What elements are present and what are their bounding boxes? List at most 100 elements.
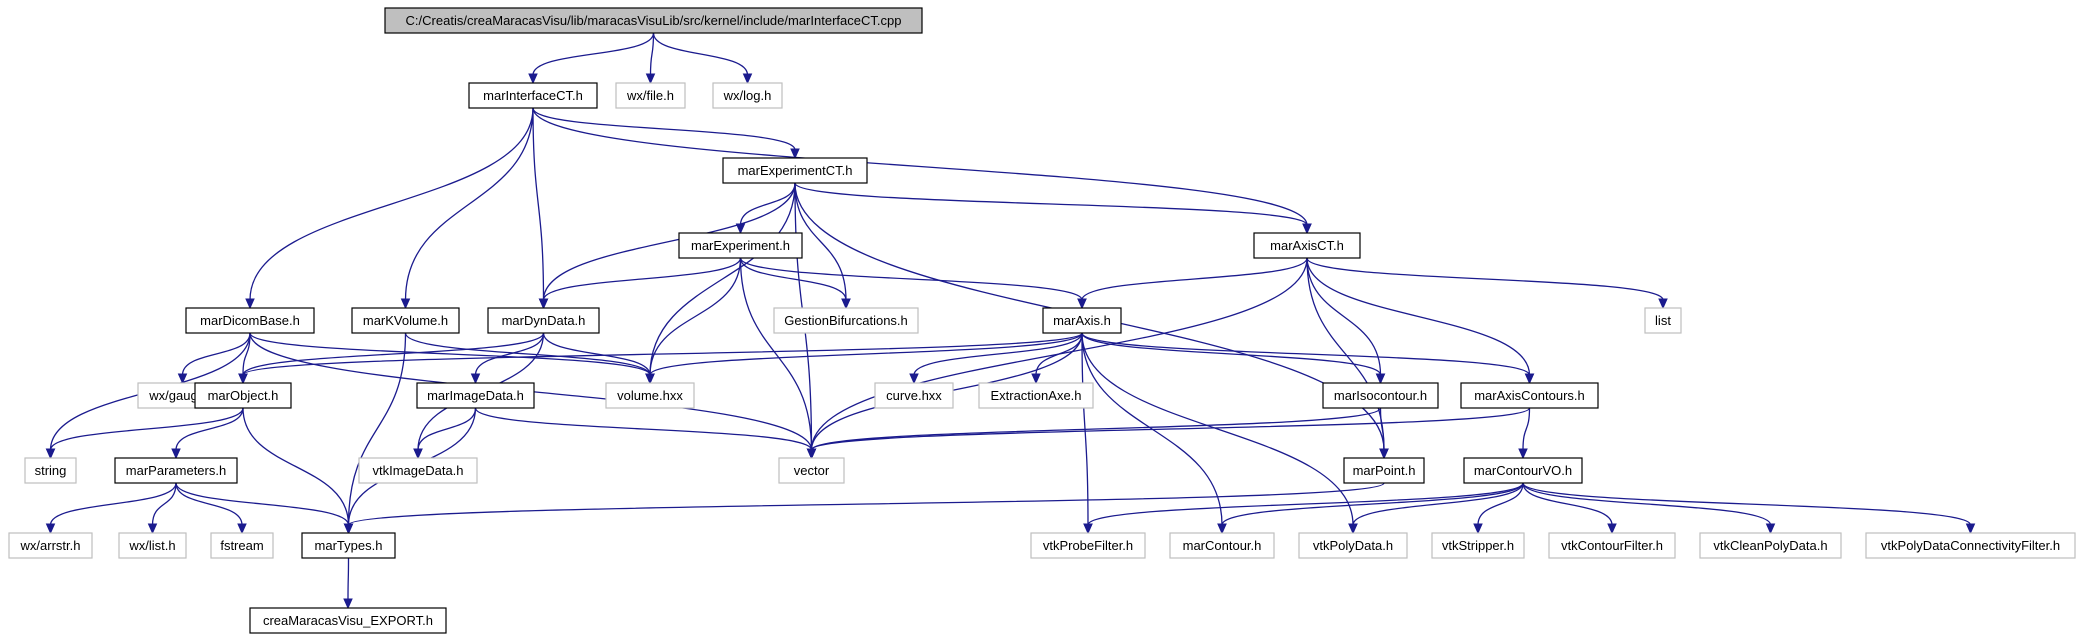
edge-marDynData-to-marImageData: [470, 332, 545, 385]
edge-marExperimentCT-to-marExperiment: [735, 182, 796, 235]
node-box: [194, 382, 292, 409]
edge-line: [794, 182, 1308, 226]
node-label: marParameters.h: [126, 463, 226, 478]
node-label: vector: [794, 463, 830, 478]
node-marinterfacect[interactable]: marInterfaceCT.h: [468, 82, 598, 109]
edge-line: [249, 107, 534, 301]
edge-line: [151, 482, 177, 526]
node-box: [1865, 532, 2076, 559]
node-marpoint[interactable]: marPoint.h: [1343, 457, 1425, 484]
node-box: [118, 532, 187, 559]
edge-arrowhead: [45, 448, 56, 460]
edge-line: [1306, 257, 1664, 301]
edge-arrowhead: [1217, 523, 1227, 535]
node-box: [351, 307, 460, 334]
edge-line: [1306, 257, 1382, 376]
node-box: [978, 382, 1094, 409]
edge-line: [1087, 482, 1524, 526]
edge-arrowhead: [171, 448, 181, 460]
edge-line: [417, 407, 477, 451]
edge-marKVolume-to-marTypes: [343, 332, 407, 535]
node-mardicombase[interactable]: marDicomBase.h: [185, 307, 315, 334]
edge-marAxisCT-to-list: [1306, 257, 1668, 310]
node-label: vtkContourFilter.h: [1561, 538, 1663, 553]
edge-marDynData-to-volumehxx: [542, 332, 655, 385]
node-label: marPoint.h: [1353, 463, 1416, 478]
node-wxfile: wx/file.h: [615, 82, 686, 109]
edge-arrowhead: [1524, 373, 1535, 385]
node-box: [1322, 382, 1439, 409]
node-box: [185, 307, 315, 334]
edge-marExperiment-to-marDynData: [538, 257, 742, 310]
node-box: [1460, 382, 1599, 409]
edge-marContourVO-to-vtkCleanPolyData: [1522, 482, 1776, 535]
edge-marTypes-to-creaMaracasVisuEXPORT: [343, 557, 353, 610]
node-marcontourvo[interactable]: marContourVO.h: [1463, 457, 1583, 484]
edge-arrowhead: [343, 598, 353, 610]
edge-arrowhead: [1765, 523, 1776, 535]
edge-marImageData-to-vtkImageData: [413, 407, 477, 460]
node-mardyndata[interactable]: marDynData.h: [487, 307, 600, 334]
node-string: string: [24, 457, 77, 484]
edge-arrowhead: [45, 523, 56, 535]
edge-line: [1081, 332, 1354, 526]
edge-marIsocontour-to-marPoint: [1379, 407, 1389, 460]
edge-root-to-wxfile: [645, 32, 656, 85]
node-marimagedata[interactable]: marImageData.h: [416, 382, 535, 409]
node-box: [468, 82, 598, 109]
node-martypes[interactable]: marTypes.h: [301, 532, 396, 559]
edge-line: [474, 332, 545, 376]
node-vector: vector: [778, 457, 845, 484]
edge-line: [794, 182, 847, 301]
node-marisocontour[interactable]: marIsocontour.h: [1322, 382, 1439, 409]
node-creamaracasvisuexport[interactable]: creaMaracasVisu_EXPORT.h: [249, 607, 447, 634]
edge-marInterfaceCT-to-marAxisCT: [532, 107, 1312, 235]
node-label: marKVolume.h: [363, 313, 448, 328]
node-vtkpolydataconnectivityfilter: vtkPolyDataConnectivityFilter.h: [1865, 532, 2076, 559]
edge-line: [810, 407, 1382, 451]
node-label: creaMaracasVisu_EXPORT.h: [263, 613, 433, 628]
node-curvehxx: curve.hxx: [874, 382, 954, 409]
edge-arrowhead: [1348, 523, 1358, 535]
node-marparameters[interactable]: marParameters.h: [114, 457, 238, 484]
edge-arrowhead: [1518, 448, 1528, 460]
node-markvolume[interactable]: marKVolume.h: [351, 307, 460, 334]
node-fstream: fstream: [210, 532, 274, 559]
node-maraxis[interactable]: marAxis.h: [1042, 307, 1122, 334]
node-box: [615, 82, 686, 109]
edge-line: [175, 482, 350, 526]
node-label: vtkPolyData.h: [1313, 538, 1393, 553]
edge-line: [542, 332, 651, 376]
node-box: [210, 532, 274, 559]
edge-marInterfaceCT-to-marExperimentCT: [532, 107, 800, 160]
node-marobject[interactable]: marObject.h: [194, 382, 292, 409]
node-label: volume.hxx: [617, 388, 683, 403]
node-label: marExperimentCT.h: [738, 163, 853, 178]
edge-marExperiment-to-GestionBifurcations: [739, 257, 851, 310]
edge-marParameters-to-fstream: [175, 482, 247, 535]
node-box: [1548, 532, 1676, 559]
node-box: [1699, 532, 1842, 559]
node-wxlog: wx/log.h: [712, 82, 783, 109]
node-box: [8, 532, 93, 559]
node-label: marContourVO.h: [1474, 463, 1572, 478]
node-root[interactable]: C:/Creatis/creaMaracasVisu/lib/maracasVi…: [384, 7, 923, 34]
node-box: [1463, 457, 1583, 484]
edge-line: [1221, 482, 1524, 526]
edge-marContourVO-to-vtkPolyDataConnectivityFilter: [1522, 482, 1976, 535]
edge-marExperimentCT-to-marAxisCT: [794, 182, 1312, 235]
edge-line: [49, 407, 244, 451]
node-box: [384, 7, 923, 34]
node-marexperiment[interactable]: marExperiment.h: [678, 232, 803, 259]
edge-arrowhead: [528, 73, 538, 85]
node-maraxisct[interactable]: marAxisCT.h: [1253, 232, 1361, 259]
edge-line: [649, 257, 742, 376]
edge-marContourVO-to-vtkContourFilter: [1522, 482, 1617, 535]
node-label: curve.hxx: [886, 388, 942, 403]
edge-line: [913, 332, 1083, 376]
node-maraxiscontours[interactable]: marAxisContours.h: [1460, 382, 1599, 409]
node-marexperimentct[interactable]: marExperimentCT.h: [722, 157, 868, 184]
edge-line: [649, 332, 1083, 376]
edge-marPoint-to-marTypes: [343, 482, 1385, 535]
node-extractionaxe: ExtractionAxe.h: [978, 382, 1094, 409]
